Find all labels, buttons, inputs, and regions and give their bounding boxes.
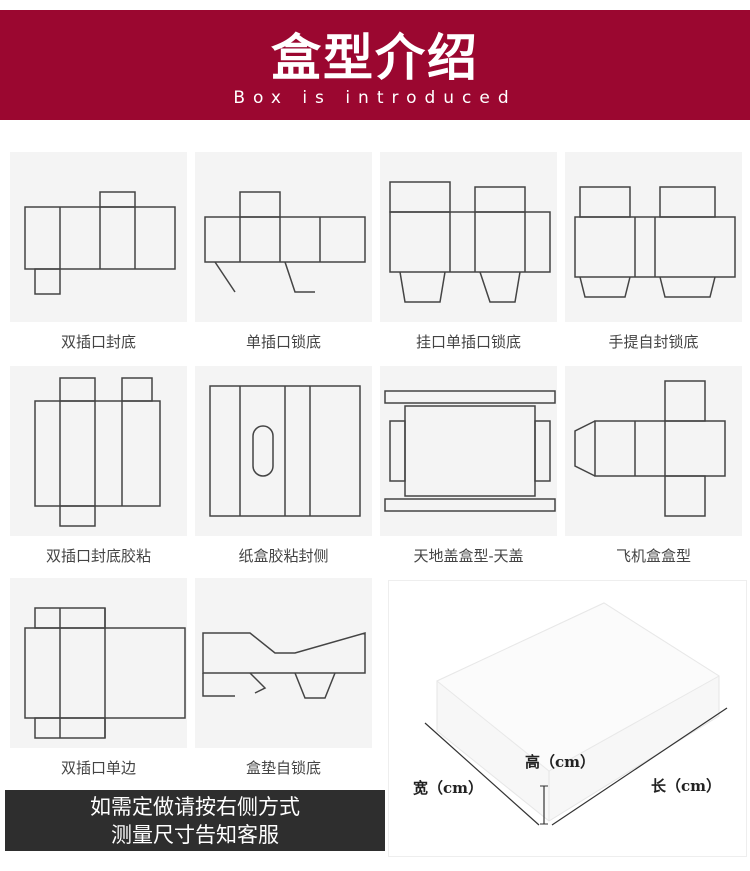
page-title: 盒型介绍: [271, 29, 479, 87]
box-type-label: 飞机盒盒型: [615, 547, 691, 565]
dieline-diagram: [380, 152, 557, 322]
box-type-label: 挂口单插口锁底: [415, 333, 521, 351]
note-line-2: 测量尺寸告知客服: [111, 823, 279, 847]
dieline-diagram: [195, 152, 372, 322]
box-type-label: 单插口锁底: [245, 333, 321, 351]
box-type-label: 双插口封底: [60, 333, 136, 351]
dieline-diagram: [565, 366, 742, 536]
box-type-item: 手提自封锁底: [565, 152, 742, 352]
box-type-label: 手提自封锁底: [608, 333, 699, 351]
box-type-label: 纸盒胶粘封侧: [238, 547, 329, 565]
box-type-item: 飞机盒盒型: [565, 366, 742, 566]
page-subtitle: Box is introduced: [233, 88, 517, 108]
dieline-diagram: [10, 366, 187, 536]
box-type-item: 纸盒胶粘封侧: [195, 366, 372, 566]
length-line: [551, 707, 728, 826]
box-type-label: 天地盖盒型-天盖: [413, 547, 524, 565]
dieline-diagram: [10, 578, 187, 748]
box-3d-illustration: [424, 602, 728, 826]
header-banner: 盒型介绍 Box is introduced: [0, 10, 750, 120]
width-line: [424, 722, 540, 826]
note-line-1: 如需定做请按右侧方式: [90, 795, 300, 819]
box-type-item: 天地盖盒型-天盖: [380, 366, 557, 566]
dieline-diagram: [565, 152, 742, 322]
box-type-item: 挂口单插口锁底: [380, 152, 557, 352]
box-type-item: 单插口锁底: [195, 152, 372, 352]
width-label: 宽（cm）: [413, 779, 484, 797]
height-label: 高（cm）: [525, 753, 596, 771]
dieline-diagram: [10, 152, 187, 322]
box-type-label: 盒垫自锁底: [245, 759, 321, 777]
dieline-diagram: [195, 578, 372, 748]
measurement-diagram: 高（cm） 宽（cm） 长（cm）: [388, 580, 747, 857]
box-type-item: 双插口封底胶粘: [10, 366, 187, 566]
dieline-diagram: [380, 366, 557, 536]
box-type-label: 双插口单边: [60, 759, 136, 777]
box-type-item: 双插口单边: [10, 578, 187, 778]
dieline-diagram: [195, 366, 372, 536]
length-label: 长（cm）: [651, 777, 722, 795]
custom-order-note: 如需定做请按右侧方式 测量尺寸告知客服: [5, 790, 385, 851]
box-type-label: 双插口封底胶粘: [45, 547, 151, 565]
box-type-item: 双插口封底: [10, 152, 187, 352]
box-type-item: 盒垫自锁底: [195, 578, 372, 778]
